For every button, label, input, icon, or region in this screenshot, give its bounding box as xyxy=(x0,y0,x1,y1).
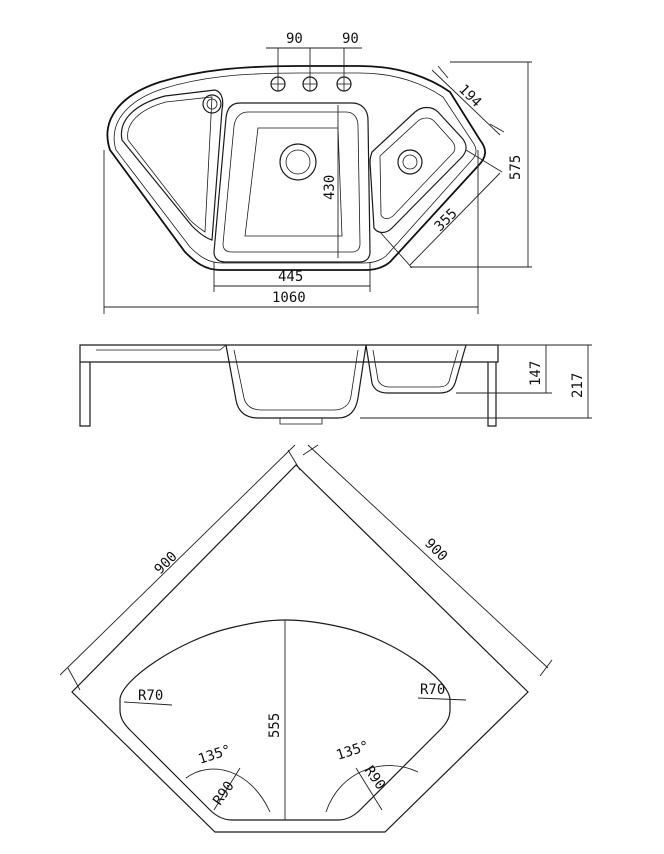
sink-rim-inner xyxy=(113,72,477,264)
drainer-area xyxy=(120,89,224,241)
main-drain xyxy=(279,143,317,181)
cut-depth-dim: 555 xyxy=(267,620,286,820)
bowl-depth-dim: 147 xyxy=(456,344,552,394)
side-left-label: 900 xyxy=(152,549,181,578)
tap-holes xyxy=(270,76,352,92)
left-support xyxy=(79,362,91,427)
small-bowl-profile-inner xyxy=(372,349,459,388)
side-left-dim: 900 xyxy=(59,444,301,691)
right-support xyxy=(487,362,497,427)
total-height-dim: 217 xyxy=(360,344,592,419)
cutout-outline xyxy=(119,619,451,821)
cabinet-view: 900 900 555 R70 R70 135° R90 xyxy=(59,444,553,833)
overflow-hole-inner xyxy=(206,98,218,110)
main-drain-profile xyxy=(279,418,323,425)
main-bowl-profile xyxy=(225,344,367,419)
angle-right-callout: 135° R90 xyxy=(325,738,419,813)
main-bowl-depth-dim: 430 xyxy=(322,105,339,258)
total-height-label: 217 xyxy=(570,373,586,398)
main-drain-inner xyxy=(285,149,311,175)
main-bowl-depth-label: 430 xyxy=(322,175,338,200)
angle-right-label: 135° xyxy=(334,738,371,764)
drainer-inner xyxy=(127,96,213,233)
main-bowl-floor xyxy=(244,127,343,237)
small-bowl xyxy=(369,106,467,234)
main-bowl xyxy=(213,102,371,263)
corner-radius-right-label: R90 xyxy=(361,763,389,793)
overflow-hole xyxy=(202,94,222,114)
cabinet-outline xyxy=(71,464,529,833)
main-bowl-width-label: 445 xyxy=(278,269,303,285)
angle-left-callout: 135° R90 xyxy=(185,742,271,813)
countertop xyxy=(79,344,499,363)
tap-spacing-right-label: 90 xyxy=(342,31,359,47)
main-bowl-profile-inner xyxy=(233,349,359,411)
small-drain xyxy=(397,149,423,175)
depth-overall-label: 575 xyxy=(508,155,524,180)
radius-left-label: R70 xyxy=(138,688,163,704)
angle-left-label: 135° xyxy=(196,742,233,768)
main-bowl-inner xyxy=(222,111,361,253)
small-bowl-length-dim: 355 xyxy=(379,149,503,269)
small-drain-inner xyxy=(402,154,418,170)
overall-width-dim: 1060 xyxy=(103,150,479,314)
tap-spacing-dims: 90 90 xyxy=(266,31,362,78)
side-right-dim: 900 xyxy=(302,444,553,677)
bowl-depth-label: 147 xyxy=(528,361,544,386)
small-bowl-inner xyxy=(379,117,456,219)
main-bowl-width-dim: 445 xyxy=(213,262,371,292)
radius-right-callout: R70 xyxy=(417,682,467,701)
depth-overall-dim: 575 xyxy=(410,61,532,268)
corner-radius-left-label: R90 xyxy=(210,778,238,808)
side-view: 147 217 xyxy=(79,344,592,427)
tap-spacing-left-label: 90 xyxy=(286,31,303,47)
small-bowl-width-dim: 194 xyxy=(431,65,505,136)
small-bowl-length-label: 355 xyxy=(432,206,461,235)
overall-width-label: 1060 xyxy=(272,290,306,306)
side-right-label: 900 xyxy=(421,536,450,565)
radius-left-callout: R70 xyxy=(123,688,173,706)
cut-depth-label: 555 xyxy=(267,713,283,738)
small-bowl-profile xyxy=(365,344,467,394)
radius-right-label: R70 xyxy=(420,682,445,698)
top-view: 90 90 194 355 575 430 xyxy=(103,31,532,314)
sink-outline xyxy=(106,65,486,271)
drainer-profile xyxy=(96,344,227,351)
